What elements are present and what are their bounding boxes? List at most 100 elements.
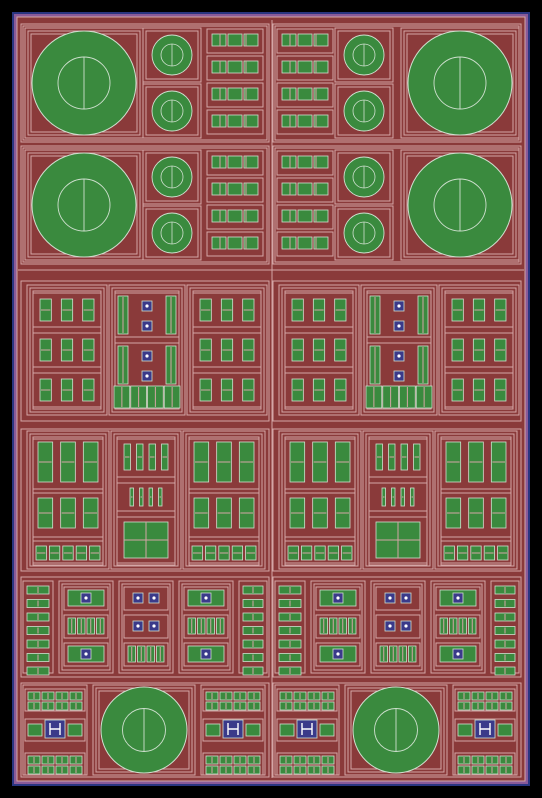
side-row-frame xyxy=(276,688,338,712)
mid-b-frame xyxy=(20,428,270,572)
via-center xyxy=(136,624,140,628)
strip-cell-frame xyxy=(276,109,334,135)
pad-rect xyxy=(211,155,227,169)
tall-row-frame xyxy=(440,492,512,538)
mid-a-frame xyxy=(20,280,270,422)
pad-rect xyxy=(211,33,227,47)
pad-rect xyxy=(281,182,297,196)
pad-rect xyxy=(205,723,221,737)
double-via-row-frame xyxy=(375,642,421,667)
big-cell-frame xyxy=(24,27,144,139)
center-cell-frame xyxy=(362,430,434,570)
via-pad-cell-frame xyxy=(313,583,363,671)
strip-cell-frame xyxy=(206,177,264,203)
small-cell-frame xyxy=(142,205,202,261)
double-via-frame xyxy=(370,580,426,674)
pad-row-frame xyxy=(444,292,514,328)
via-center xyxy=(388,596,392,600)
pad-row-frame xyxy=(284,292,354,328)
tall-pad-frame xyxy=(29,433,107,567)
small-cell-frame xyxy=(142,27,202,83)
pad-row-frame xyxy=(32,332,102,368)
side-row-frame xyxy=(202,718,264,742)
small-cell-frame xyxy=(145,152,199,202)
strip-cell-frame xyxy=(276,82,334,108)
pad-rect xyxy=(243,182,259,196)
center-cell-frame xyxy=(110,430,182,570)
pad-rect xyxy=(245,723,261,737)
via-center xyxy=(404,596,408,600)
via-pad-row-frame xyxy=(315,642,361,667)
double-via-frame xyxy=(373,583,423,671)
via-pad-row-frame xyxy=(315,586,361,611)
top-quad-frame xyxy=(20,145,270,265)
pad-rect xyxy=(297,33,313,47)
center-row-frame xyxy=(368,438,428,478)
pad-rect xyxy=(243,114,259,128)
small-cell-frame xyxy=(334,205,394,261)
h-via-glyph xyxy=(479,723,491,735)
pad-rect xyxy=(211,182,227,196)
top-quad-frame xyxy=(22,25,268,141)
via-cell-frame xyxy=(363,287,435,413)
via-center xyxy=(136,596,140,600)
pad-rect xyxy=(281,60,297,74)
pad-row-frame xyxy=(284,332,354,368)
pad-rect xyxy=(243,60,259,74)
pad-grid-frame xyxy=(441,287,517,413)
low-c-frame xyxy=(272,576,522,678)
pad-row-frame xyxy=(32,372,102,408)
via-pad-cell-frame xyxy=(181,583,231,671)
pad-rect xyxy=(281,236,297,250)
pad-rect xyxy=(281,209,297,223)
via-pad-row-frame xyxy=(435,614,481,639)
via-pad-row-frame xyxy=(315,614,361,639)
via-center xyxy=(145,354,149,358)
via-center xyxy=(397,304,401,308)
center-row-frame xyxy=(116,516,176,566)
pad-rect xyxy=(313,60,329,74)
tall-pad-frame xyxy=(281,433,359,567)
via-center xyxy=(404,624,408,628)
via-center xyxy=(397,354,401,358)
mid-a-frame xyxy=(272,280,522,422)
via-center xyxy=(84,652,88,656)
via-pad-cell-frame xyxy=(433,583,483,671)
h-via-glyph xyxy=(49,723,61,735)
tall-pad-frame xyxy=(185,433,263,567)
center-row-frame xyxy=(116,438,176,478)
tall-pad-frame xyxy=(278,430,362,570)
tall-pad-frame xyxy=(26,430,110,570)
pad-rect xyxy=(313,87,329,101)
strip-cell-frame xyxy=(276,55,334,81)
pad-rect xyxy=(243,236,259,250)
pad-rect xyxy=(297,114,313,128)
small-cell-frame xyxy=(142,83,202,139)
tall-row-frame xyxy=(32,492,104,538)
double-via-row-frame xyxy=(375,586,421,611)
pad-rect xyxy=(297,87,313,101)
pad-rect xyxy=(227,209,243,223)
top-quad-frame xyxy=(22,147,268,263)
bottom-d-frame xyxy=(272,682,522,778)
tall-row-frame xyxy=(32,540,104,566)
via-pad-row-frame xyxy=(183,586,229,611)
via-center xyxy=(456,596,460,600)
small-cell-frame xyxy=(142,149,202,205)
side-row-frame xyxy=(24,718,86,742)
pad-grid-frame xyxy=(278,284,360,416)
side-row-frame xyxy=(454,688,516,712)
center-cell-frame xyxy=(365,433,431,567)
pad-rect xyxy=(227,87,243,101)
pad-rect xyxy=(227,60,243,74)
pad-rect xyxy=(243,209,259,223)
tall-row-frame xyxy=(440,540,512,566)
via-center xyxy=(397,324,401,328)
pad-rect xyxy=(227,114,243,128)
via-pad-cell-frame xyxy=(310,580,366,674)
pad-rect xyxy=(297,155,313,169)
via-pad-cell-frame xyxy=(430,580,486,674)
pad-grid-frame xyxy=(186,284,268,416)
pad-rect xyxy=(297,182,313,196)
pad-row-frame xyxy=(32,292,102,328)
